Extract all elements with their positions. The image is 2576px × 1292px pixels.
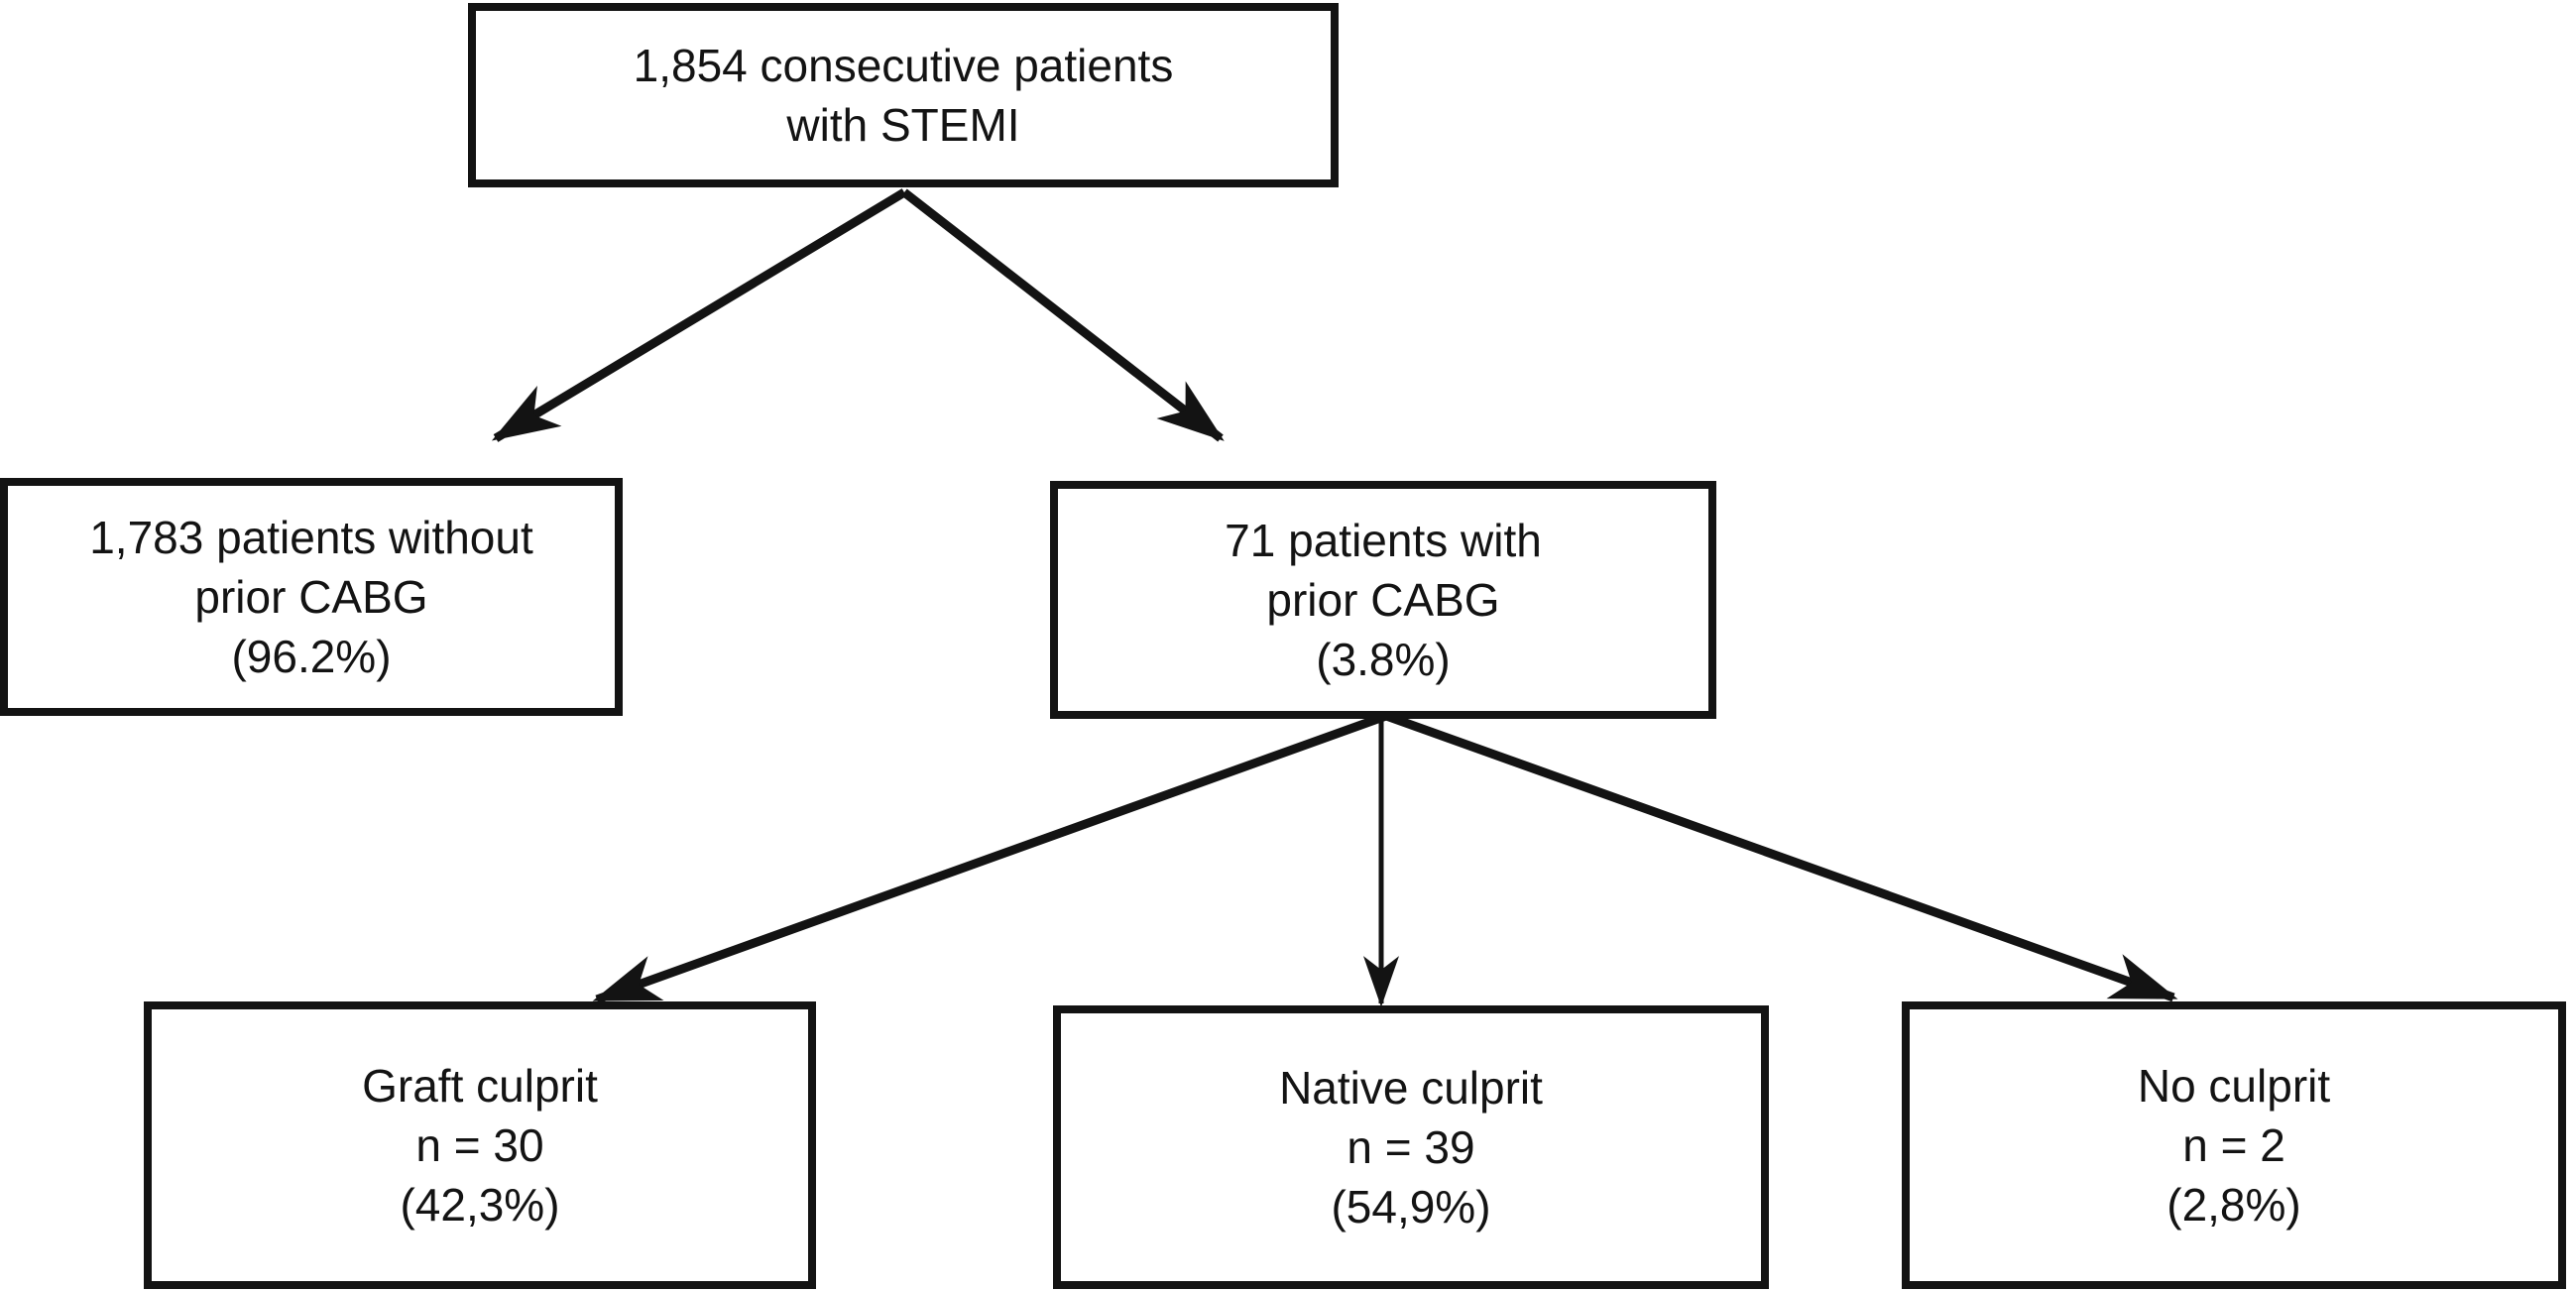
node-line: (96.2%) [231, 631, 392, 682]
node-native-culprit: Native culprit n = 39 (54,9%) [1053, 1005, 1769, 1289]
edge-stemi-to-no-prior-cabg [491, 188, 907, 442]
node-line: n = 30 [415, 1119, 544, 1171]
node-stemi-patients: 1,854 consecutive patients with STEMI [468, 3, 1339, 187]
node-line: with STEMI [786, 99, 1020, 151]
node-line: 71 patients with [1225, 515, 1542, 566]
node-line: n = 2 [2182, 1119, 2285, 1171]
node-line: (2,8%) [2166, 1179, 2301, 1231]
node-line: (3.8%) [1316, 634, 1451, 685]
node-line: n = 39 [1347, 1121, 1475, 1173]
node-line: Native culprit [1279, 1062, 1543, 1114]
node-line: (42,3%) [400, 1179, 560, 1231]
node-prior-cabg: 71 patients with prior CABG (3.8%) [1050, 481, 1716, 719]
edge-stemi-to-prior-cabg [901, 188, 1225, 442]
node-line: 1,854 consecutive patients [633, 40, 1174, 91]
edge-prior-cabg-to-graft-culprit [592, 711, 1388, 1004]
node-line: prior CABG [1266, 574, 1500, 626]
node-line: (54,9%) [1331, 1181, 1491, 1233]
node-line: 1,783 patients without [89, 512, 533, 563]
node-line: No culprit [2137, 1060, 2331, 1112]
node-graft-culprit: Graft culprit n = 30 (42,3%) [144, 1001, 816, 1289]
node-no-culprit: No culprit n = 2 (2,8%) [1902, 1001, 2566, 1289]
node-no-prior-cabg: 1,783 patients without prior CABG (96.2%… [0, 478, 623, 716]
node-line: Graft culprit [362, 1060, 598, 1112]
node-line: prior CABG [194, 571, 428, 623]
edge-prior-cabg-to-no-culprit [1384, 711, 2178, 1002]
